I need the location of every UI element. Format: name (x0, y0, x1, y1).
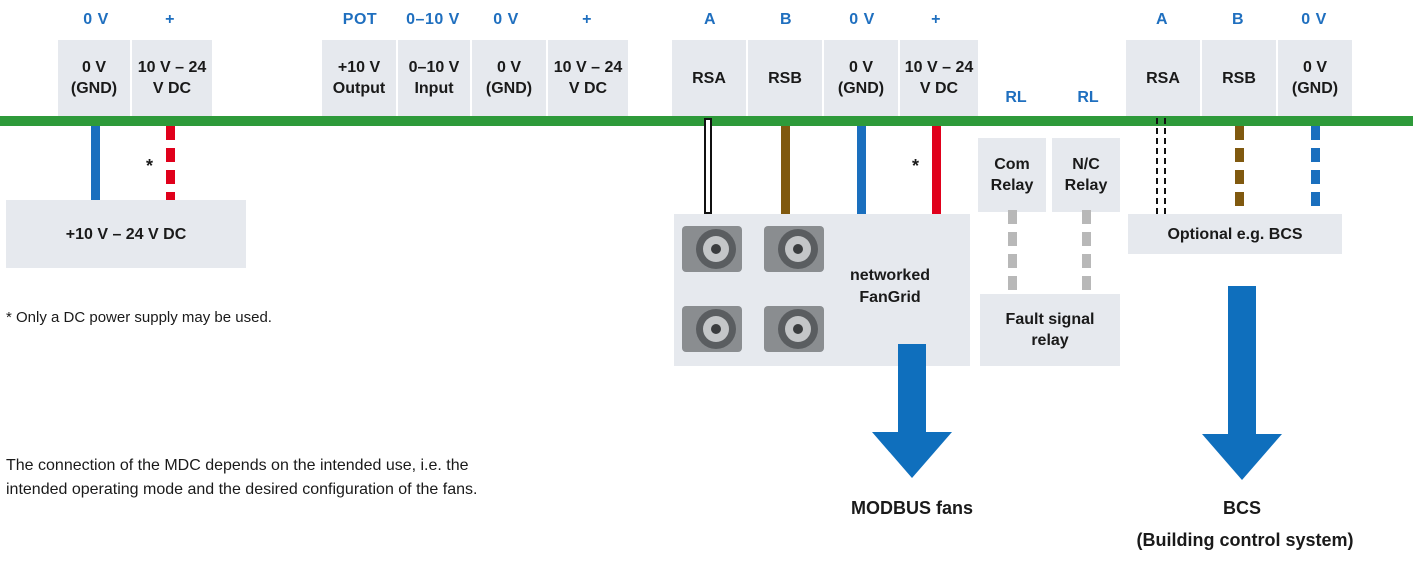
terminal-0v-gnd-3: 0 V (GND) (824, 40, 898, 116)
wire-red-dashed-1 (166, 126, 175, 200)
fan-icon-4 (764, 306, 824, 352)
header-plus-3: + (931, 11, 941, 28)
fan-icon-3 (682, 306, 742, 352)
wire-brown-dashed-rsb (1235, 126, 1244, 214)
header-pot: POT (342, 11, 378, 28)
fan-icon-2 (764, 226, 824, 272)
wire-gray-dashed-1 (1008, 210, 1017, 294)
terminal-10-24v-1: 10 V – 24 V DC (132, 40, 212, 116)
bcs-label: BCS (1222, 498, 1261, 518)
com-relay-box: Com Relay (978, 138, 1046, 212)
relay-header-1: RL (1005, 89, 1027, 106)
terminal-0v-gnd-4: 0 V (GND) (1278, 40, 1352, 116)
terminal-rsb-2: RSB (1202, 40, 1276, 116)
wire-blue-dashed (1311, 126, 1320, 214)
wire-blue-1 (91, 126, 100, 200)
terminal-10v-output: +10 V Output (322, 40, 396, 116)
terminal-rsa-1: RSA (672, 40, 746, 116)
modbus-fans-label: MODBUS fans (850, 498, 973, 518)
terminal-0v-gnd-2: 0 V (GND) (472, 40, 546, 116)
header-0v-2: 0 V (493, 11, 519, 28)
bcs-sublabel: (Building control system) (1136, 530, 1354, 550)
fangrid-label: networked FanGrid (849, 267, 930, 306)
terminal-rsa-2: RSA (1126, 40, 1200, 116)
header-0v-3: 0 V (849, 11, 875, 28)
terminal-rsb-1: RSB (748, 40, 822, 116)
terminal-10-24v-2: 10 V – 24 V DC (548, 40, 628, 116)
relay-header-2: RL (1077, 89, 1099, 106)
terminal-0v-gnd-1: 0 V (GND) (58, 40, 130, 116)
terminal-10-24v-3: 10 V – 24 V DC (900, 40, 978, 116)
optional-bcs-box: Optional e.g. BCS (1128, 214, 1342, 254)
terminal-0-10v-input: 0–10 V Input (398, 40, 470, 116)
wire-brown-rsb (781, 126, 790, 214)
header-0-10v: 0–10 V (406, 11, 460, 28)
fault-signal-relay-box: Fault signal relay (980, 294, 1120, 366)
wire-red-2 (932, 126, 941, 214)
wire-blue-2 (857, 126, 866, 214)
header-plus-2: + (582, 11, 592, 28)
header-b-1: B (779, 11, 793, 28)
header-a-1: A (703, 11, 717, 28)
asterisk-2: * (912, 156, 920, 176)
wire-white-dashed-rsa (1156, 118, 1166, 214)
header-0v-1: 0 V (83, 11, 109, 28)
header-b-2: B (1231, 11, 1245, 28)
wire-gray-dashed-2 (1082, 210, 1091, 294)
wire-white-rsa (704, 118, 712, 214)
dc-supply-box: +10 V – 24 V DC (6, 200, 246, 268)
bcs-arrow (1202, 286, 1282, 480)
footnote: * Only a DC power supply may be used. (6, 309, 272, 326)
header-a-2: A (1155, 11, 1169, 28)
modbus-arrow (872, 344, 952, 478)
fan-icon-1 (682, 226, 742, 272)
description-text: The connection of the MDC depends on the… (6, 457, 478, 498)
asterisk-1: * (146, 156, 154, 176)
nc-relay-box: N/C Relay (1052, 138, 1120, 212)
header-0v-4: 0 V (1301, 11, 1327, 28)
header-plus-1: + (165, 11, 175, 28)
